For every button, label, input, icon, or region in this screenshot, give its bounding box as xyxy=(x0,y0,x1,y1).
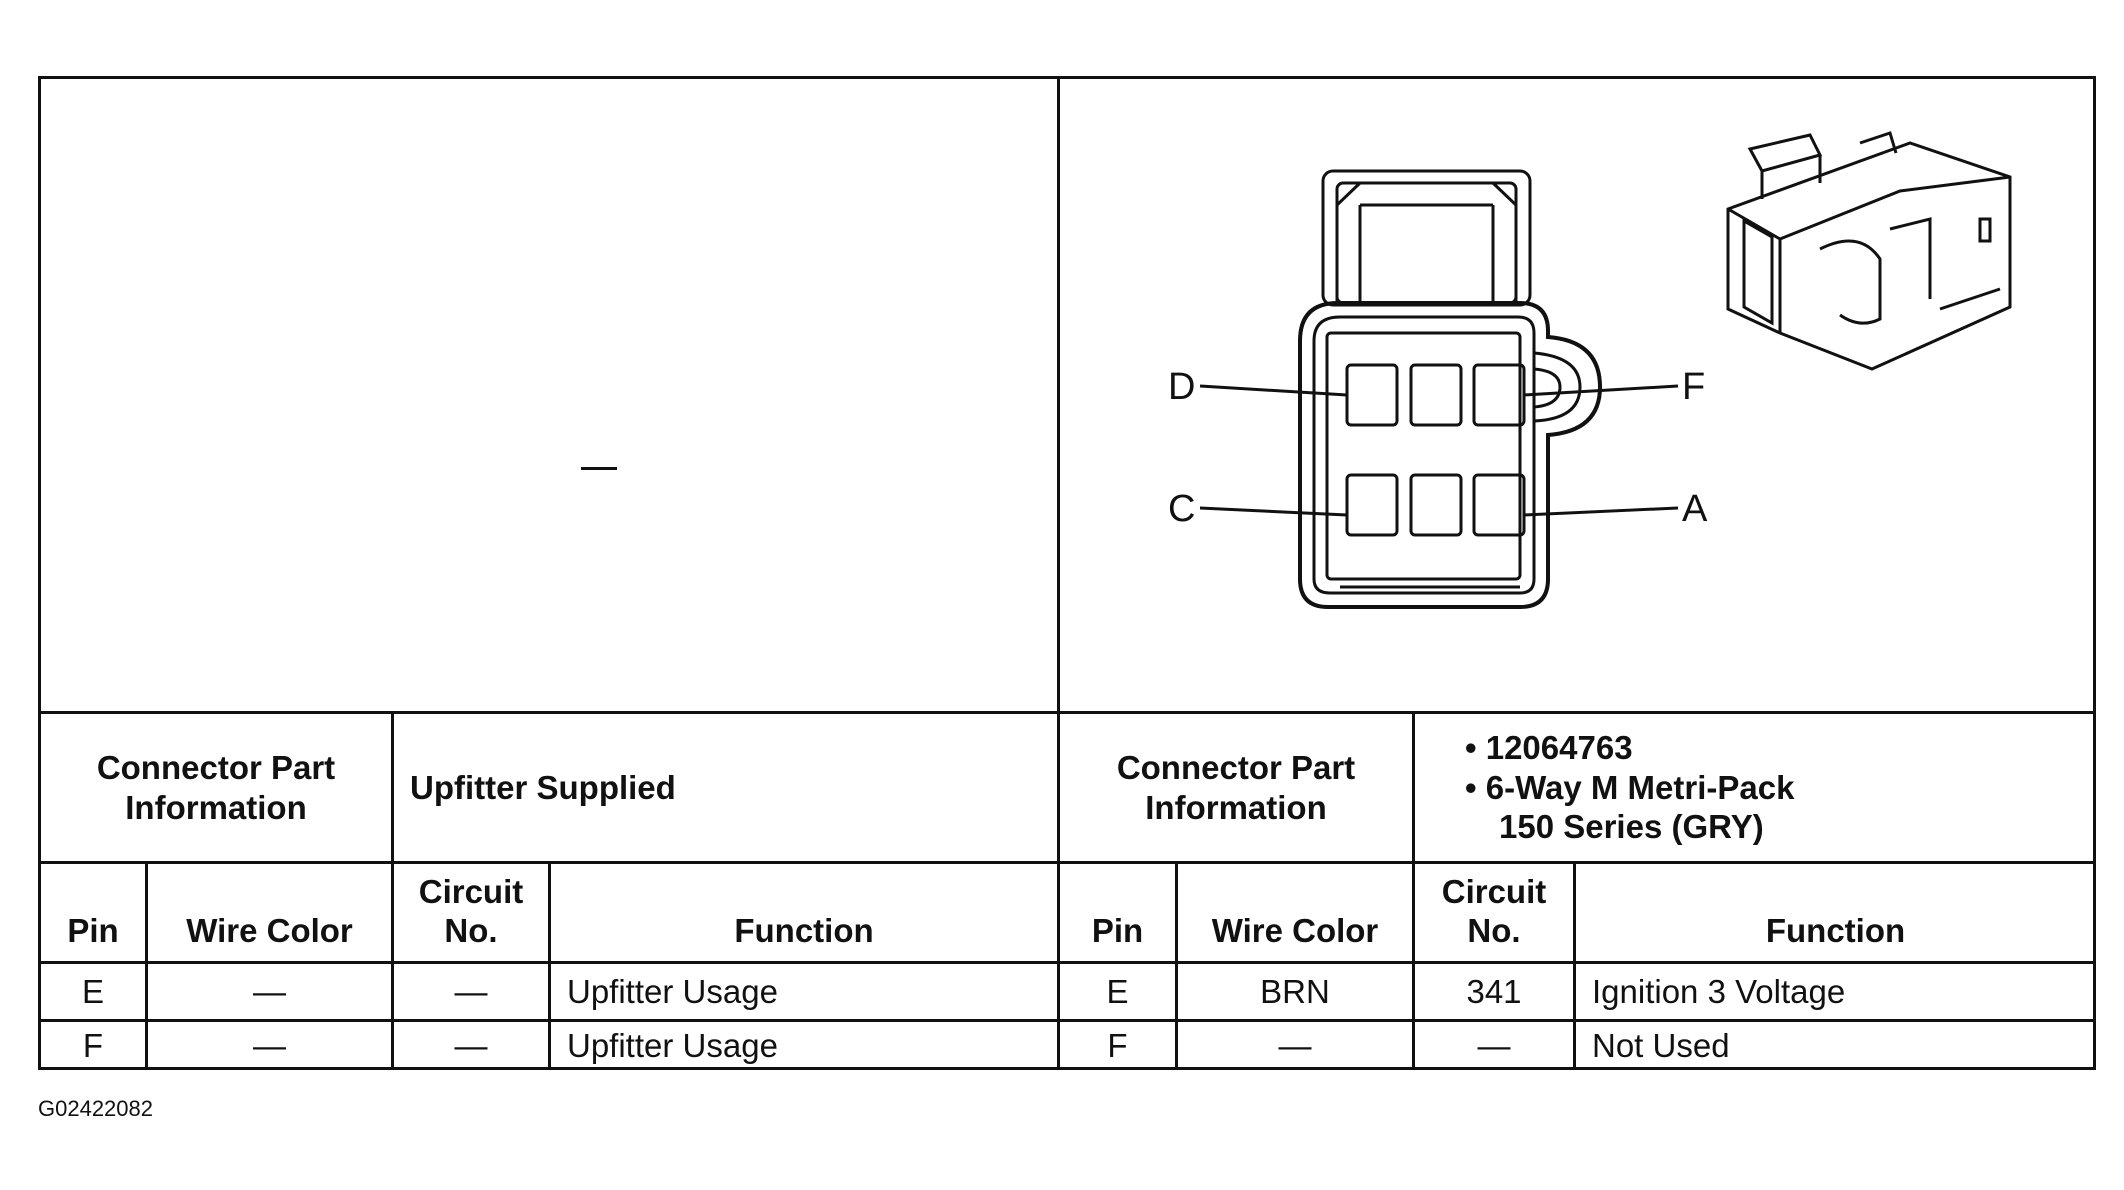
divider-row2-top xyxy=(41,1019,2093,1022)
right-connector-info-label: Connector Part Information xyxy=(1116,748,1356,826)
right-header-function: Function xyxy=(1765,912,1906,950)
pin-cavity-f xyxy=(1472,363,1526,427)
left-row1-wire-color: — xyxy=(253,972,286,1010)
pin-cavity-b xyxy=(1409,473,1463,537)
pin-label-f: F xyxy=(1682,366,1705,408)
pin-cavity-e-top xyxy=(1409,363,1463,427)
pin-cavity-c xyxy=(1345,473,1399,537)
right-row1-pin: E xyxy=(1106,972,1129,1010)
left-row1-pin: E xyxy=(81,972,104,1010)
connector-diagram: D F C A xyxy=(1168,131,2012,609)
part-number: • 12064763 xyxy=(1465,729,1633,767)
left-row2-wire-color: — xyxy=(253,1027,286,1065)
left-row1-function: Upfitter Usage xyxy=(567,972,778,1010)
right-row1-wire-color: BRN xyxy=(1260,972,1330,1010)
housing-outer xyxy=(1298,301,1603,609)
left-row2-function: Upfitter Usage xyxy=(567,1027,778,1065)
vline-right-pin xyxy=(1175,861,1178,1070)
vline-left-pin xyxy=(145,861,148,1070)
right-header-wire-color: Wire Color xyxy=(1211,912,1379,950)
right-row2-function: Not Used xyxy=(1592,1027,1730,1065)
left-connector-info-value: Upfitter Supplied xyxy=(410,768,676,806)
left-header-function: Function xyxy=(734,912,874,950)
right-row1-function: Ignition 3 Voltage xyxy=(1592,972,1846,1010)
right-connector-info-value: • 12064763 • 6-Way M Metri-Pack 150 Seri… xyxy=(1415,714,2095,861)
right-header-pin: Pin xyxy=(1091,912,1144,950)
connector-end-view-frame: D F C A Connector Part Information Upfit… xyxy=(38,76,2096,1070)
pin-cavity-a xyxy=(1472,473,1526,537)
pin-label-d: D xyxy=(1168,366,1195,408)
vline-left-circuit xyxy=(548,861,551,1070)
left-row1-circuit-no: — xyxy=(454,972,488,1010)
right-header-circuit-no: Circuit No. xyxy=(1441,872,1547,950)
left-header-circuit-no: Circuit No. xyxy=(418,872,524,950)
left-header-wire-color: Wire Color xyxy=(186,912,353,950)
divider-row1-top xyxy=(41,961,2093,964)
connector-type: • 6-Way M Metri-Pack xyxy=(1465,768,1795,806)
left-connector-info-label: Connector Part Information xyxy=(96,748,336,826)
divider-connector-info-top xyxy=(41,711,2093,714)
connector-series: 150 Series (GRY) xyxy=(1499,808,1764,846)
latch-outer xyxy=(1321,169,1532,307)
vline-left-info xyxy=(391,711,394,1070)
left-diagram-placeholder-dash xyxy=(581,467,617,470)
left-row2-pin: F xyxy=(82,1027,104,1065)
right-row2-wire-color: — xyxy=(1278,1027,1312,1065)
right-row2-pin: F xyxy=(1107,1027,1128,1065)
pin-label-a: A xyxy=(1682,488,1708,530)
right-row2-circuit-no: — xyxy=(1477,1027,1511,1065)
left-header-pin: Pin xyxy=(67,912,119,950)
pin-cavity-d xyxy=(1345,363,1399,427)
figure-code: G02422082 xyxy=(38,1096,153,1121)
pin-label-c: C xyxy=(1168,488,1195,530)
vline-right-circuit xyxy=(1573,861,1576,1070)
divider-header-top xyxy=(41,861,2093,864)
right-row1-circuit-no: 341 xyxy=(1466,972,1522,1010)
vline-right-info xyxy=(1412,711,1415,1070)
left-row2-circuit-no: — xyxy=(454,1027,488,1065)
panel-divider xyxy=(1057,79,1060,1067)
connector-iso-sketch xyxy=(1726,131,2012,371)
